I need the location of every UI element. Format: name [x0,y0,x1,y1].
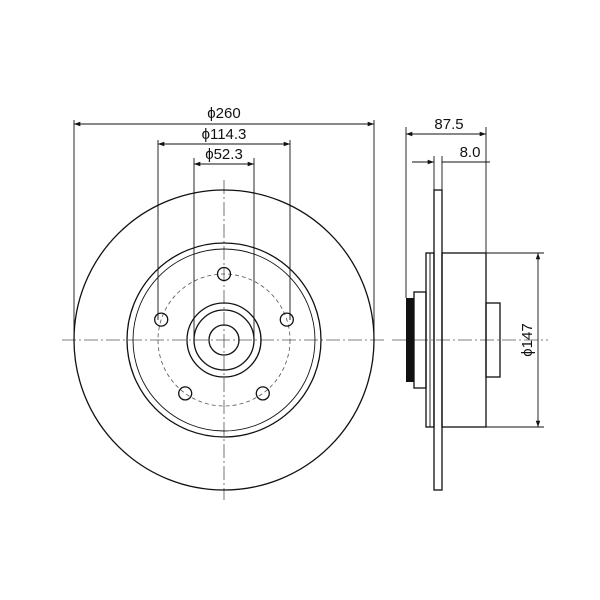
bolt-circle-label: ϕ114.3 [202,126,247,143]
seal-ring [406,298,414,382]
dim-bolt-circle: ϕ114.3 [157,126,291,320]
dim-hub-diameter: ϕ147 [486,252,544,428]
front-view: ϕ260 ϕ114.3 ϕ52.3 [62,105,386,500]
hub-boss [186,302,262,378]
overall-height-label: 87.5 [434,116,463,133]
dim-overall-height: 87.5 [405,116,487,298]
side-view: 87.5 8.0 ϕ147 [392,116,548,491]
hub-diameter-label: ϕ147 [519,323,536,356]
bolt-hole [178,386,193,401]
bolt-hole [279,312,294,327]
hat-outer-edge [132,248,316,432]
bolt-hole [154,312,169,327]
dim-disc-thickness: 8.0 [412,144,490,190]
center-bore-inner [208,324,240,356]
outer-diameter-label: ϕ260 [207,105,240,122]
dim-center-bore: ϕ52.3 [193,146,255,340]
bolt-circle [157,273,291,407]
center-bore-label: ϕ52.3 [205,146,243,163]
seal-housing [413,291,427,389]
friction-ring-inner-edge [126,242,322,438]
bolt-hole [255,386,270,401]
bearing-step [485,302,501,378]
bolt-hole [216,266,232,282]
dim-outer-diameter: ϕ260 [73,105,375,340]
disc-thickness-label: 8.0 [460,144,481,161]
